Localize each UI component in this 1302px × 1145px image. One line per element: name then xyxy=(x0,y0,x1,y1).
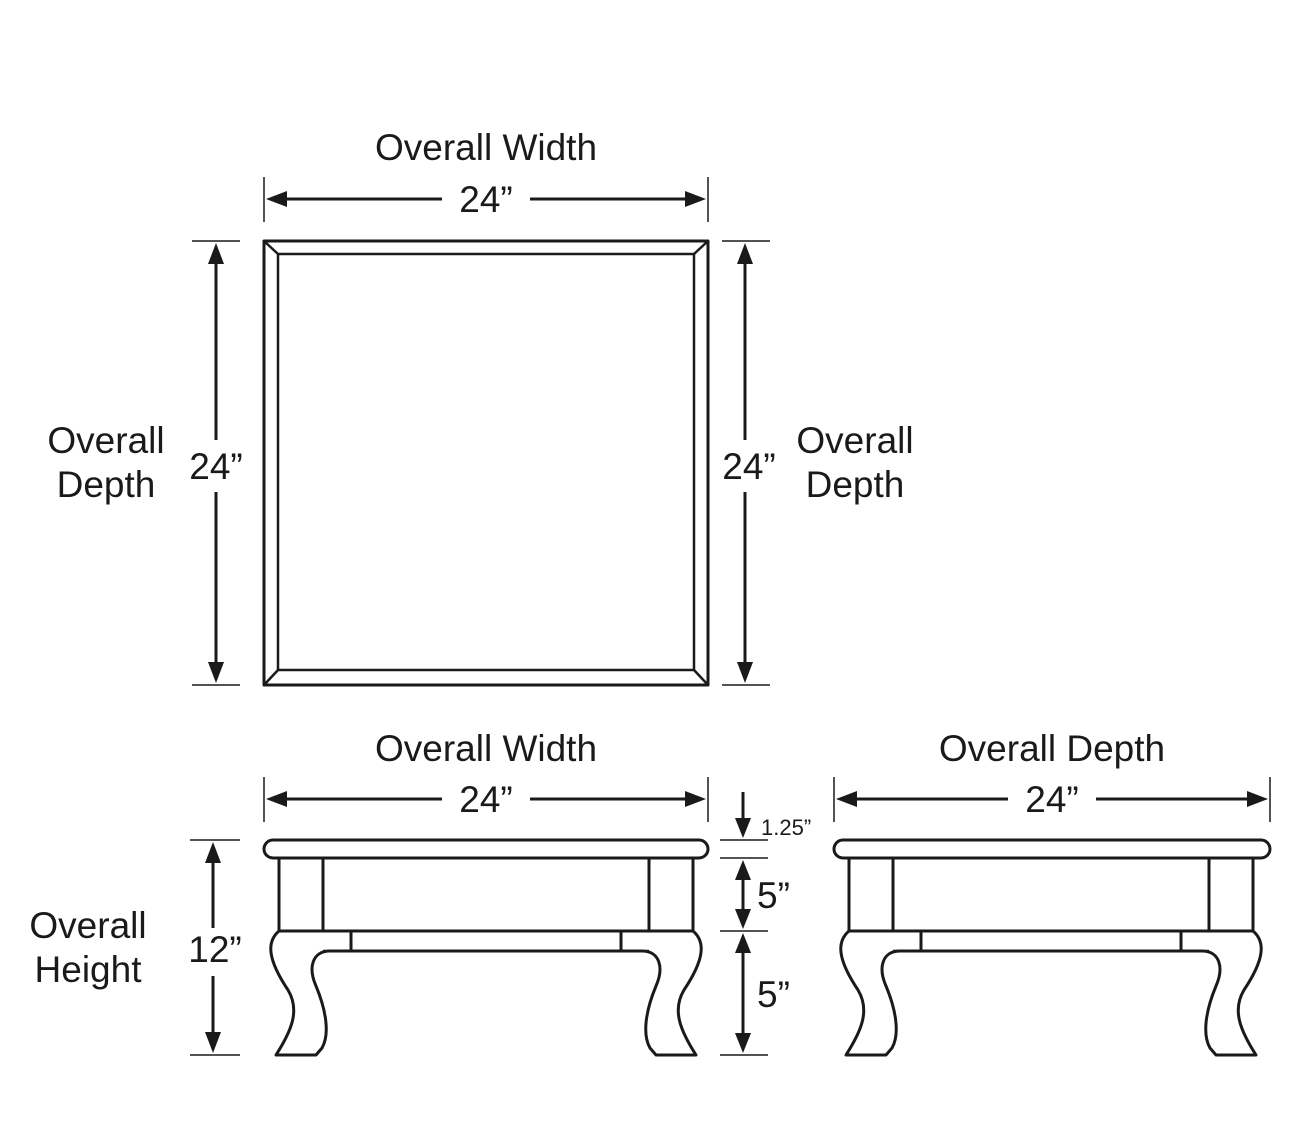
arrow-left-icon xyxy=(266,791,287,807)
top-width-value: 24” xyxy=(459,179,512,220)
side-view: Overall Depth 24” xyxy=(832,728,1272,1057)
top-left-depth-value: 24” xyxy=(189,446,242,487)
arrow-down-icon xyxy=(205,1032,221,1053)
bevel-line xyxy=(263,669,279,686)
table-top-plan xyxy=(262,239,710,687)
bevel-line xyxy=(693,240,709,255)
arrow-up-icon xyxy=(737,243,753,264)
table-top-outer xyxy=(262,239,710,687)
side-depth-dimension: 24” xyxy=(833,777,1271,822)
table-top-inner xyxy=(276,252,696,672)
apron-panel xyxy=(891,856,1211,933)
arrow-up-icon xyxy=(735,860,751,880)
top-view: Overall Width 24” 2 xyxy=(47,127,914,687)
top-left-depth-dimension: 24” xyxy=(189,240,243,686)
leg-left xyxy=(839,929,923,1057)
arrow-right-icon xyxy=(685,791,706,807)
side-depth-value: 24” xyxy=(1025,779,1078,820)
bevel-line xyxy=(263,240,279,255)
arrow-left-icon xyxy=(266,191,287,207)
arrow-down-icon xyxy=(735,1033,751,1053)
top-width-dimension: 24” xyxy=(263,177,709,222)
arrow-up-icon xyxy=(205,842,221,863)
bevel-line xyxy=(693,669,709,686)
table-side-elevation xyxy=(832,838,1272,1057)
top-right-depth-value: 24” xyxy=(722,446,775,487)
table-top-edge xyxy=(832,838,1272,860)
leg-height-value: 5” xyxy=(757,974,790,1015)
apron-height-value: 5” xyxy=(757,875,790,916)
arrow-right-icon xyxy=(1247,791,1268,807)
front-component-dimensions: 1.25” 5” 5” xyxy=(720,792,811,1056)
apron-panel xyxy=(321,856,651,933)
leg-left xyxy=(269,929,353,1057)
leg-right xyxy=(1179,929,1263,1057)
front-width-value: 24” xyxy=(459,779,512,820)
top-thickness-value: 1.25” xyxy=(761,815,811,840)
front-width-title: Overall Width xyxy=(375,728,597,769)
arrow-down-icon xyxy=(737,662,753,683)
top-right-depth-title-line1: Overall xyxy=(796,420,913,461)
arrow-left-icon xyxy=(836,791,857,807)
arrow-down-icon xyxy=(735,909,751,929)
top-left-depth-title-line2: Depth xyxy=(57,464,156,505)
table-top-edge xyxy=(262,838,710,860)
front-height-dimension: 12” xyxy=(188,839,242,1056)
front-height-title-line1: Overall xyxy=(29,905,146,946)
arrow-down-icon xyxy=(208,662,224,683)
front-view: Overall Width 24” xyxy=(29,728,811,1057)
front-height-value: 12” xyxy=(188,929,241,970)
front-height-title-line2: Height xyxy=(35,949,143,990)
arrow-up-icon xyxy=(208,243,224,264)
table-front-elevation xyxy=(262,838,710,1057)
arrow-down-icon xyxy=(735,818,751,838)
leg-right xyxy=(619,929,703,1057)
side-depth-title: Overall Depth xyxy=(939,728,1165,769)
front-width-dimension: 24” xyxy=(263,777,709,822)
arrow-right-icon xyxy=(685,191,706,207)
arrow-up-icon xyxy=(735,933,751,953)
top-right-depth-dimension: 24” xyxy=(722,240,776,686)
top-left-depth-title-line1: Overall xyxy=(47,420,164,461)
top-right-depth-title-line2: Depth xyxy=(806,464,905,505)
top-width-title: Overall Width xyxy=(375,127,597,168)
